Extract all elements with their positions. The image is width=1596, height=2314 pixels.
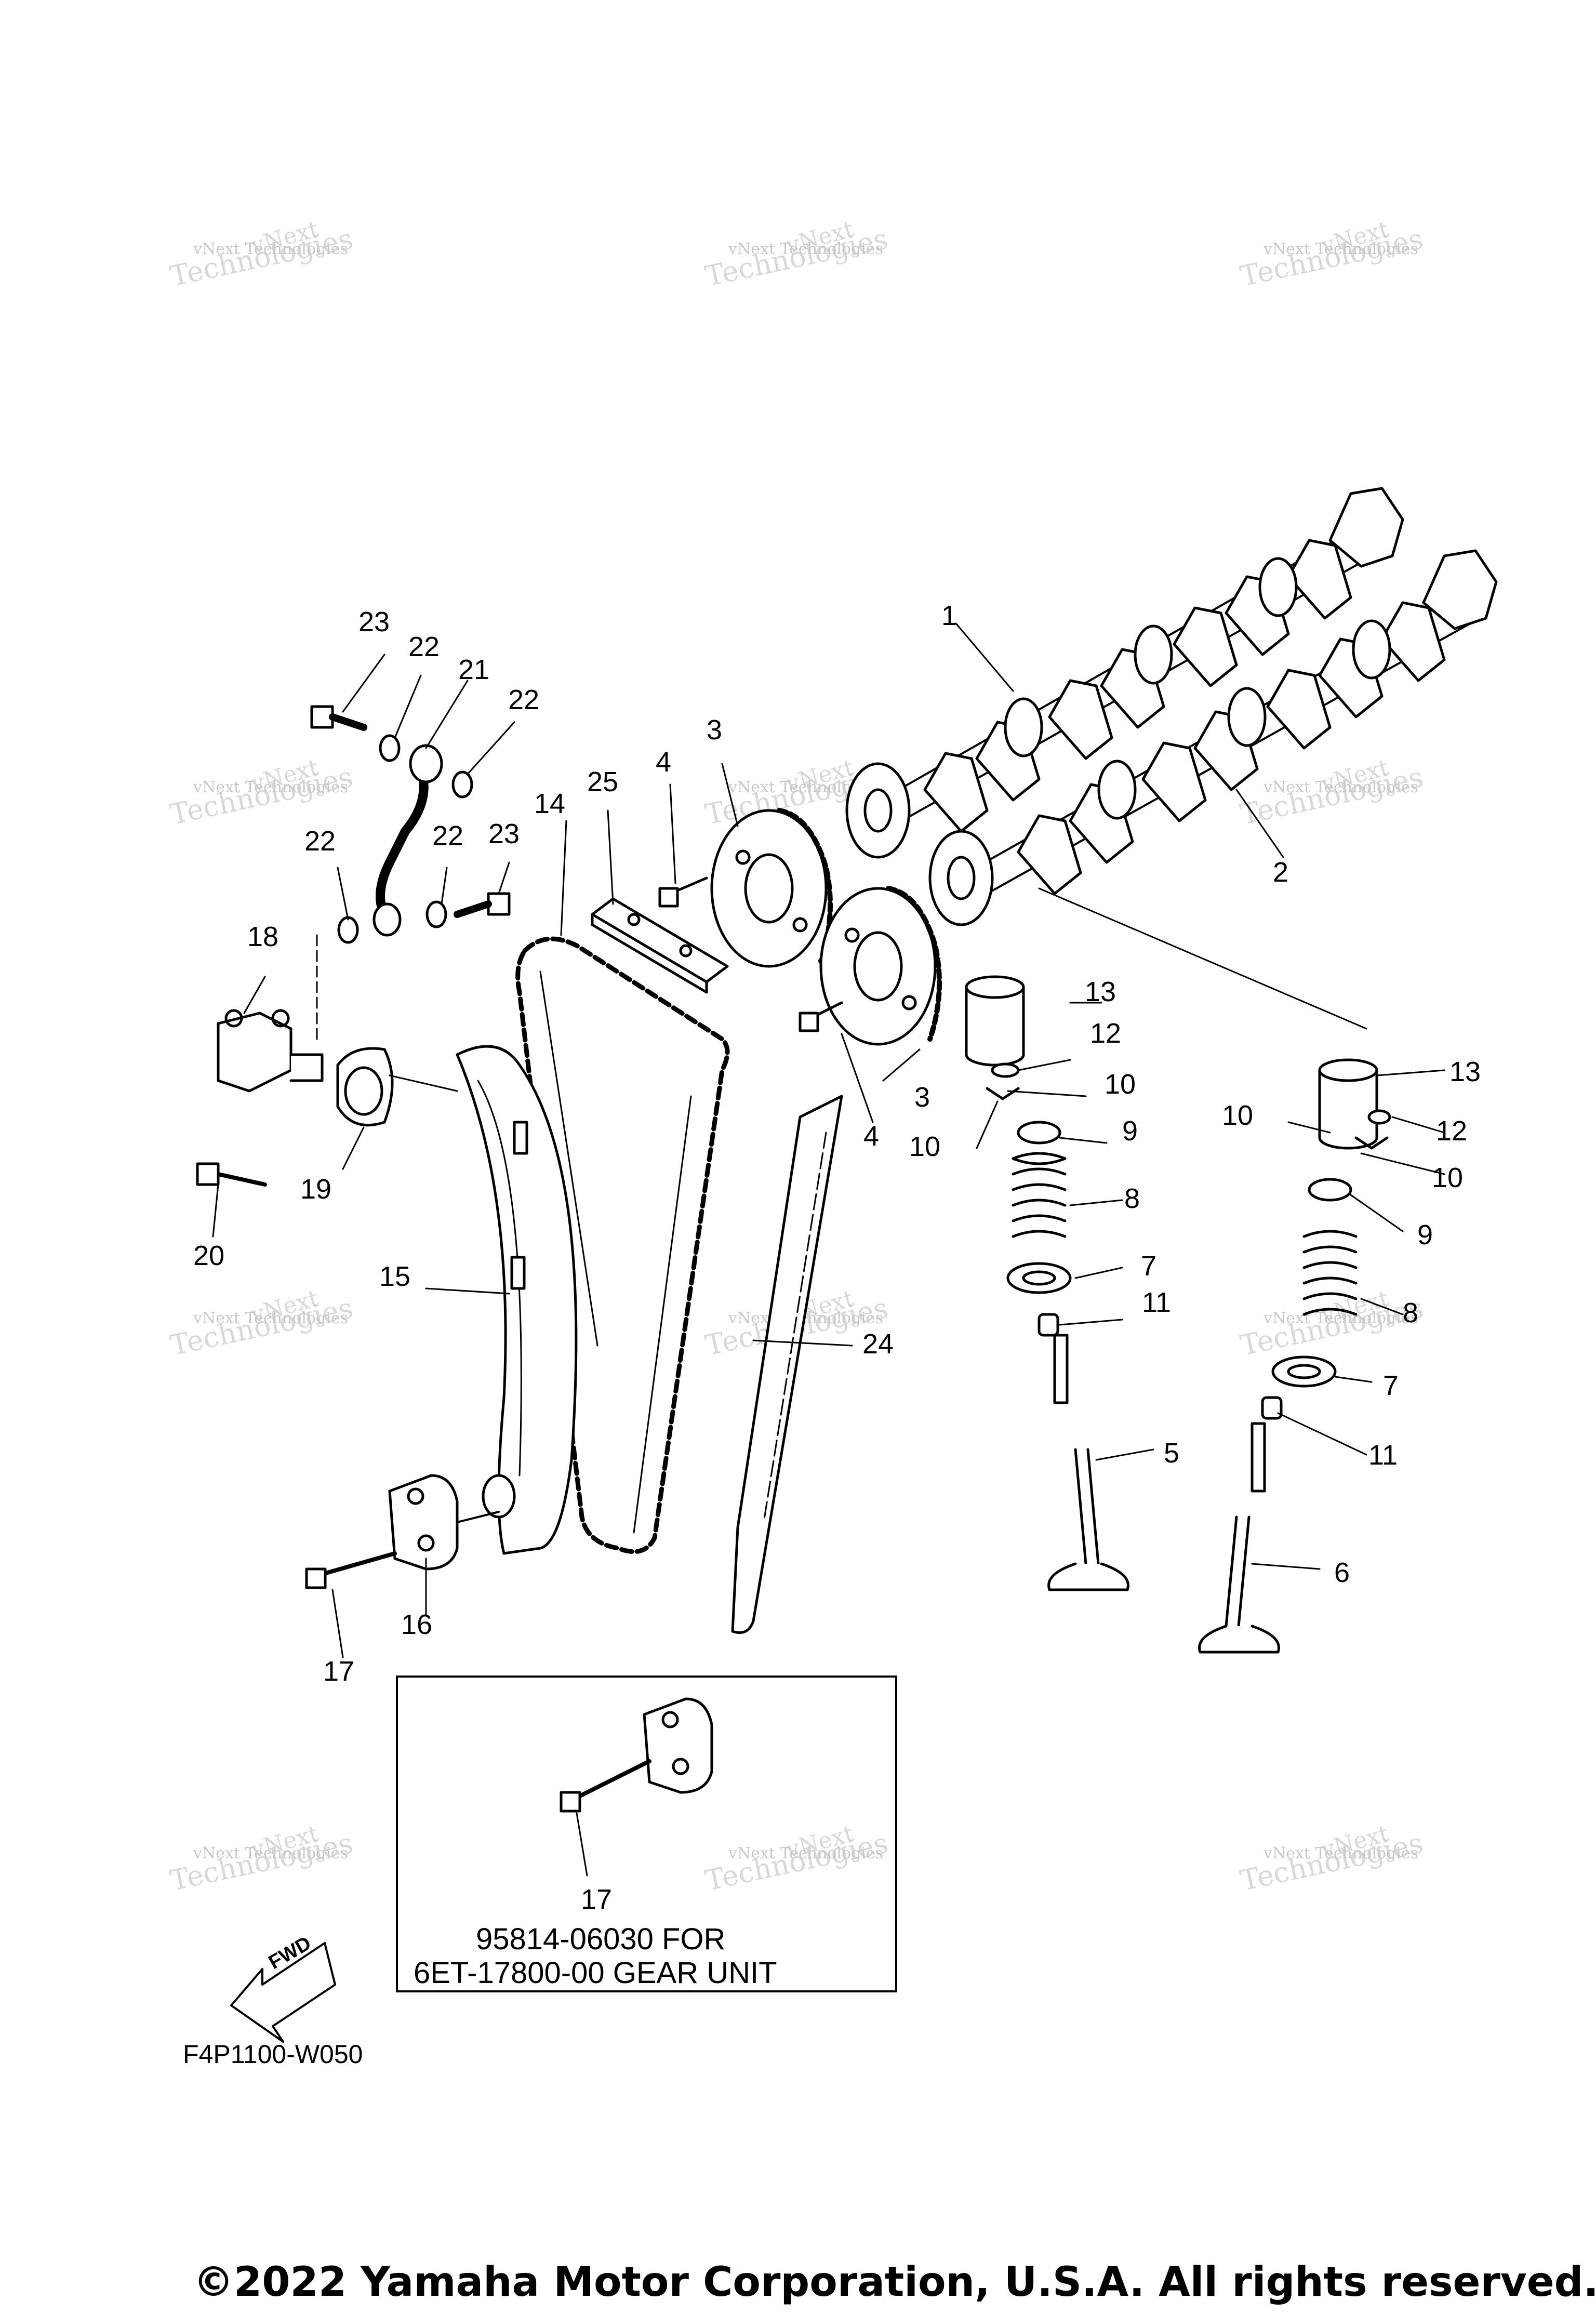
callout-12: 12 — [1090, 1018, 1122, 1049]
callout-22: 22 — [508, 684, 540, 715]
chain-guide-exhaust-side — [731, 1095, 843, 1634]
watermark-text: vNext Technologies — [193, 240, 349, 258]
callout-10: 10 — [1222, 1100, 1254, 1131]
callout-11: 11 — [1368, 1440, 1398, 1471]
watermark-text: vNext Technologies — [193, 778, 349, 796]
union-bolt — [454, 892, 511, 918]
camshaft-intake — [845, 487, 1404, 859]
watermark-text: vNext Technologies — [728, 1844, 884, 1863]
tensioner-bolt — [196, 1162, 267, 1187]
callout-8: 8 — [1403, 1297, 1419, 1328]
callout-13: 13 — [1449, 1056, 1481, 1087]
gear-unit — [388, 1474, 500, 1571]
callout-6: 6 — [1334, 1557, 1350, 1588]
watermark-text: vNext Technologies — [193, 1844, 349, 1863]
callout-5: 5 — [1164, 1438, 1180, 1469]
callout-17: 17 — [323, 1656, 355, 1687]
callout-7: 7 — [1383, 1370, 1399, 1401]
sprocket-bolt-upper — [658, 876, 708, 908]
timing-chain — [515, 936, 730, 1554]
callout-8: 8 — [1124, 1183, 1140, 1214]
callout-9: 9 — [1417, 1219, 1433, 1251]
washer — [337, 916, 359, 944]
inset-caption-line1: 95814-06030 FOR — [476, 1922, 726, 1956]
inset-gear-unit-bolt — [560, 1759, 651, 1813]
callout-23: 23 — [358, 606, 390, 637]
watermark-text: vNext Technologies — [1264, 240, 1419, 258]
callout-3: 3 — [914, 1082, 930, 1113]
callout-16: 16 — [401, 1609, 433, 1640]
oil-pipe — [373, 744, 443, 937]
fwd-arrow-icon — [230, 1942, 336, 2043]
callout-15: 15 — [379, 1261, 411, 1292]
leader-lines — [212, 622, 1445, 1877]
valve-train-exhaust — [1198, 1058, 1391, 1654]
callout-22: 22 — [408, 631, 440, 662]
camshaft-exhaust — [928, 549, 1498, 926]
callout-10: 10 — [1432, 1162, 1464, 1193]
gear-unit-bolt — [305, 1551, 397, 1589]
union-bolt — [310, 705, 367, 731]
watermark-text: vNext Technologies — [728, 240, 884, 258]
washer — [425, 900, 447, 928]
watermark-text: vNext Technologies — [1264, 1309, 1419, 1327]
watermark-text: vNext Technologies — [1264, 778, 1419, 796]
callout-12: 12 — [1436, 1115, 1468, 1147]
callout-10: 10 — [909, 1131, 941, 1162]
callout-4: 4 — [656, 747, 672, 778]
callout-22: 22 — [304, 826, 336, 857]
callout-9: 9 — [1122, 1115, 1138, 1147]
callout-10: 10 — [1105, 1069, 1136, 1100]
washer — [379, 734, 401, 762]
callout-25: 25 — [587, 766, 619, 797]
copyright-notice: ©2022 Yamaha Motor Corporation, U.S.A. A… — [193, 2259, 1596, 2306]
callout-23: 23 — [488, 818, 520, 849]
inset-caption-line2: 6ET-17800-00 GEAR UNIT — [414, 1956, 777, 1990]
callout-14: 14 — [534, 788, 566, 819]
callout-19: 19 — [300, 1174, 332, 1205]
callout-22: 22 — [432, 820, 464, 852]
callout-2: 2 — [1273, 857, 1289, 888]
chain-guide-top — [591, 897, 729, 994]
tensioner-gasket — [336, 1047, 394, 1127]
inset-box: 17 95814-06030 FOR 6ET-17800-00 GEAR UNI… — [396, 1675, 897, 1992]
cam-sprocket-upper — [710, 808, 833, 968]
callout-11: 11 — [1142, 1287, 1172, 1318]
watermark-text: vNext Technologies — [1264, 1844, 1419, 1863]
chain-tensioner-guide — [456, 1045, 578, 1555]
sprocket-bolt-lower — [799, 1001, 843, 1032]
callout-21: 21 — [458, 654, 490, 685]
callout-18: 18 — [247, 921, 279, 952]
callout-13: 13 — [1085, 976, 1116, 1007]
callout-7: 7 — [1141, 1251, 1157, 1282]
inset-callout-17: 17 — [581, 1884, 613, 1915]
cam-sprocket-lower — [819, 886, 942, 1046]
chain-tensioner — [217, 934, 324, 1093]
callout-3: 3 — [707, 714, 723, 746]
inset-gear-unit — [643, 1697, 713, 1794]
callout-20: 20 — [193, 1240, 225, 1271]
watermark-text: vNext Technologies — [193, 1309, 349, 1327]
callout-24: 24 — [862, 1328, 894, 1360]
washer — [451, 770, 473, 799]
valve-train-intake — [965, 975, 1129, 1591]
callout-1: 1 — [941, 600, 957, 631]
diagram-code: F4P1100-W050 — [183, 2040, 363, 2069]
callout-4: 4 — [863, 1121, 880, 1152]
